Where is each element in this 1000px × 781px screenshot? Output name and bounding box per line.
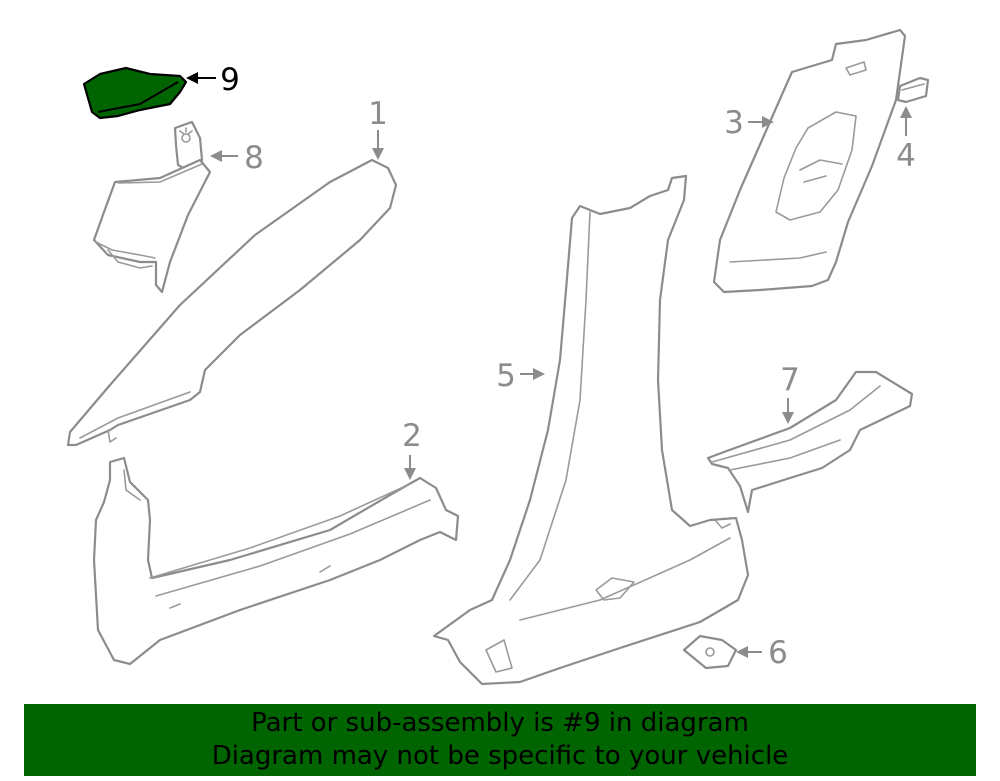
callout-6-label: 6 [768, 635, 788, 671]
info-banner: Part or sub-assembly is #9 in diagram Di… [24, 704, 976, 776]
part-9-trim-cover[interactable] [82, 66, 188, 120]
callout-2: 2 [402, 418, 422, 480]
callout-8: 8 [210, 140, 264, 176]
callout-9: 9 [186, 62, 240, 98]
part-3-b-pillar-upper-trim[interactable] [712, 28, 907, 294]
callout-1-label: 1 [368, 96, 388, 132]
part-6-clip-nut[interactable] [682, 634, 738, 670]
part-7-rear-sill-trim[interactable] [706, 370, 914, 514]
parts-diagram: 1 2 3 4 5 6 7 8 [66, 28, 930, 686]
banner-line-1: Part or sub-assembly is #9 in diagram [251, 708, 749, 738]
callout-5-label: 5 [496, 358, 516, 394]
part-8-upper-trim-panel[interactable] [92, 120, 212, 294]
callout-1: 1 [368, 96, 388, 160]
callout-5: 5 [496, 358, 545, 394]
callout-7: 7 [780, 362, 800, 424]
callout-3-label: 3 [724, 105, 744, 141]
callout-9-label: 9 [220, 62, 240, 98]
part-5-b-pillar-lower-trim[interactable] [432, 174, 750, 686]
callout-4-label: 4 [896, 138, 916, 174]
banner-line-2: Diagram may not be specific to your vehi… [211, 741, 789, 771]
callout-7-label: 7 [780, 362, 800, 398]
part-2-lower-sill-trim[interactable] [92, 456, 460, 666]
part-1-a-pillar-trim[interactable] [66, 158, 398, 447]
part-4-clip[interactable] [896, 76, 930, 104]
callout-2-label: 2 [402, 418, 422, 454]
callout-6: 6 [736, 635, 788, 671]
callout-8-label: 8 [244, 140, 264, 176]
callout-3: 3 [724, 105, 774, 141]
callout-4: 4 [896, 106, 916, 174]
